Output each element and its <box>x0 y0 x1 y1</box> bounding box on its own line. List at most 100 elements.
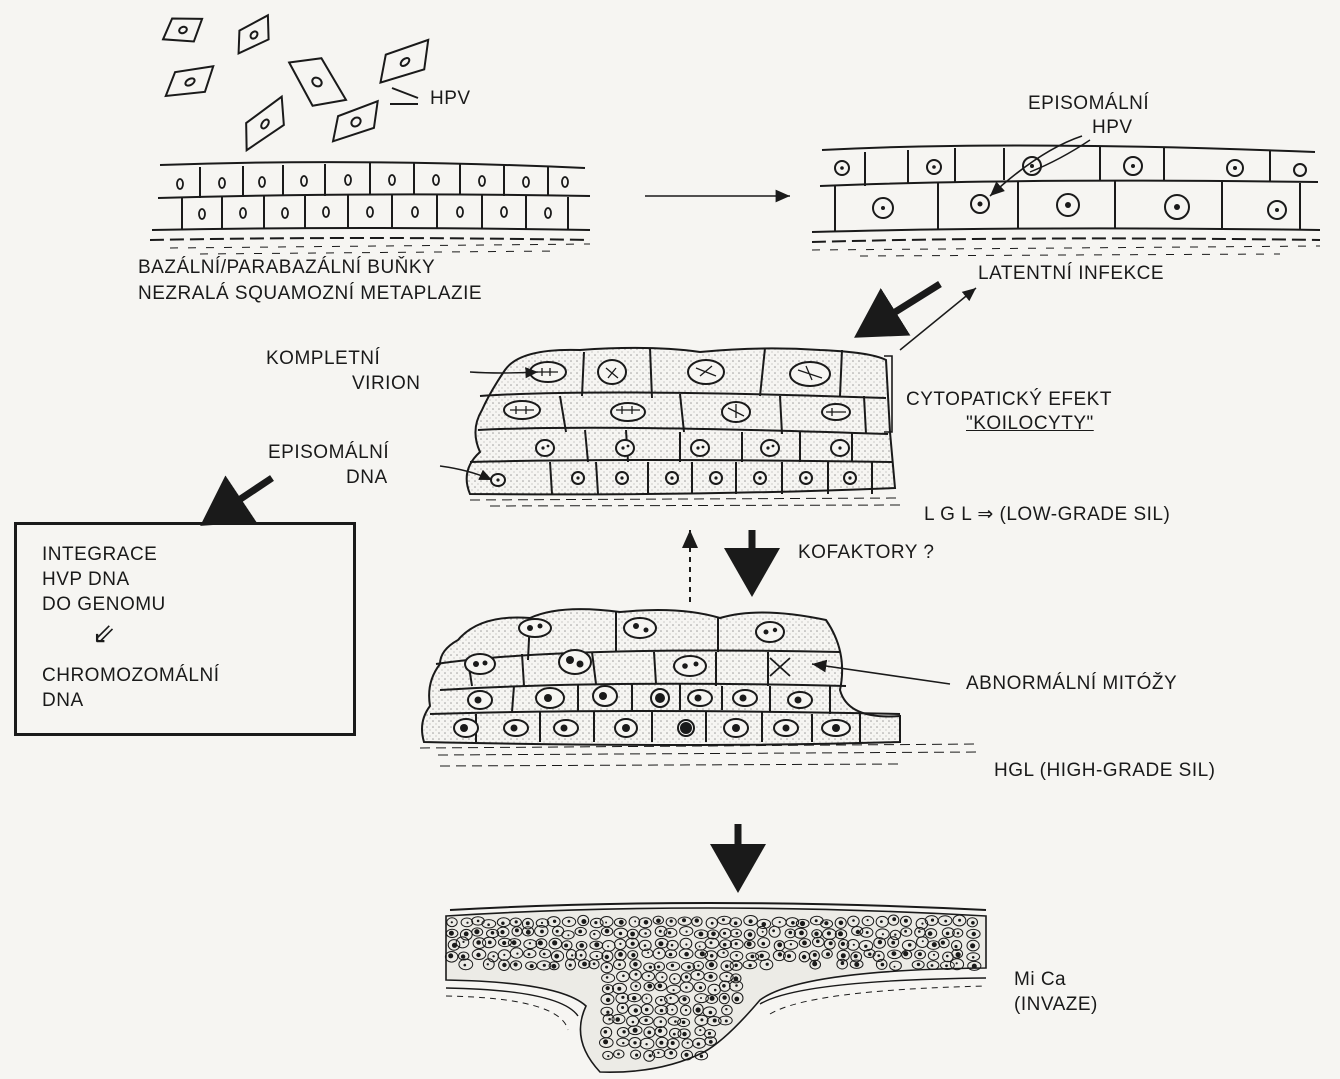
tumor-nucleus <box>972 932 976 936</box>
tumor-nucleus <box>696 1007 701 1012</box>
tumor-nucleus <box>605 966 608 969</box>
tumor-nucleus <box>649 966 652 969</box>
tumor-nucleus <box>474 929 479 934</box>
tumor-nucleus <box>685 943 687 945</box>
tumor-nucleus <box>864 945 867 948</box>
tumor-nucleus <box>671 944 674 947</box>
tumor-nucleus <box>606 986 610 990</box>
tumor-nucleus <box>619 943 621 945</box>
tumor-nucleus <box>932 942 937 947</box>
tumor-nucleus <box>928 931 933 936</box>
tumor-nucleus <box>700 1018 703 1021</box>
tumor-nucleus <box>684 952 689 957</box>
tumor-nucleus <box>646 997 648 999</box>
tumor-nucleus <box>491 931 495 935</box>
tumor-nucleus <box>722 952 724 954</box>
label-cofactors: KOFAKTORY ? <box>798 541 934 565</box>
tumor-nucleus <box>838 931 843 936</box>
tumor-nucleus <box>593 933 595 935</box>
tumor-nucleus <box>787 954 791 958</box>
tumor-nucleus <box>606 1011 609 1014</box>
tumor-nucleus <box>492 955 494 957</box>
tumor-nucleus <box>464 932 469 937</box>
tumor-nucleus <box>722 984 726 988</box>
tumor-nucleus <box>762 931 764 933</box>
tumor-nucleus <box>671 964 674 967</box>
tumor-nucleus <box>829 941 833 945</box>
tumor-nucleus <box>735 954 738 957</box>
tumor-nucleus <box>615 1017 620 1022</box>
tumor-nucleus <box>569 964 572 967</box>
tumor-nucleus <box>700 951 705 956</box>
tumor-nucleus <box>541 922 543 924</box>
tumor-nucleus <box>789 931 793 935</box>
tumor-nucleus <box>526 930 531 935</box>
tumor-nucleus <box>856 930 860 934</box>
tumor-nucleus <box>779 921 781 923</box>
tumor-nucleus <box>673 978 675 980</box>
tumor-nucleus <box>659 1041 663 1045</box>
tumor-nucleus <box>682 1032 686 1036</box>
integration-arrow-icon: ⇙ <box>92 622 116 646</box>
tumor-nucleus <box>670 920 673 923</box>
tumor-nucleus <box>488 941 492 945</box>
tumor-nucleus <box>791 921 795 925</box>
tumor-nucleus <box>529 942 531 944</box>
tumor-nucleus <box>921 923 923 925</box>
tumor-nucleus <box>632 996 636 1000</box>
tumor-nucleus <box>581 919 586 924</box>
tumor-nucleus <box>918 930 921 933</box>
tumor-nucleus <box>515 928 519 932</box>
tumor-nucleus <box>748 932 753 937</box>
tumor-nucleus <box>635 1054 638 1057</box>
tumor-nucleus <box>605 955 609 959</box>
tumor-nucleus <box>917 963 920 966</box>
tumor-nucleus <box>661 976 663 978</box>
tumor-nucleus <box>722 995 726 999</box>
tumor-nucleus <box>699 932 704 937</box>
tumor-nucleus <box>656 919 661 924</box>
tumor-nucleus <box>622 1042 624 1044</box>
tumor-nucleus <box>660 1009 663 1012</box>
label-cytopathic-line1: CYTOPATICKÝ EFEKT <box>906 388 1112 412</box>
tumor-nucleus <box>708 1032 711 1035</box>
tumor-nucleus <box>868 953 871 956</box>
tumor-nucleus <box>631 942 635 946</box>
tumor-nucleus <box>500 930 504 934</box>
tumor-nucleus <box>800 921 805 926</box>
tumor-nucleus <box>644 932 647 935</box>
tumor-nucleus <box>826 952 830 956</box>
tumor-nucleus <box>972 956 975 959</box>
tumor-nucleus <box>647 952 649 954</box>
label-integration-line1: INTEGRACE <box>42 543 157 567</box>
tumor-nucleus <box>502 963 506 967</box>
tumor-nucleus <box>725 1008 727 1010</box>
tumor-nucleus <box>464 964 467 967</box>
tumor-nucleus <box>669 997 671 999</box>
tumor-nucleus <box>582 962 587 967</box>
tumor-nucleus <box>697 965 699 967</box>
tumor-nucleus <box>578 930 582 934</box>
tumor-nucleus <box>877 954 880 957</box>
tumor-nucleus <box>709 1040 713 1044</box>
tumor-nucleus <box>645 1043 647 1045</box>
tumor-nucleus <box>635 985 638 988</box>
tumor-nucleus <box>816 940 820 944</box>
tumor-nucleus <box>552 964 557 969</box>
tumor-nucleus <box>466 922 468 924</box>
tumor-nucleus <box>839 921 844 926</box>
tumor-nucleus <box>697 973 700 976</box>
label-basal-line2: NEZRALÁ SQUAMOZNÍ METAPLAZIE <box>138 282 482 306</box>
tumor-nucleus <box>512 940 517 945</box>
tumor-nucleus <box>685 1009 687 1011</box>
tumor-nucleus <box>941 941 945 945</box>
tumor-nucleus <box>571 954 573 956</box>
tumor-nucleus <box>853 944 855 946</box>
tumor-nucleus <box>621 1006 624 1009</box>
tumor-nucleus <box>904 919 908 923</box>
tumor-nucleus <box>687 965 691 969</box>
tumor-nucleus <box>619 932 622 935</box>
tumor-nucleus <box>933 954 935 956</box>
tumor-nucleus <box>530 964 534 968</box>
tumor-nucleus <box>813 953 817 957</box>
